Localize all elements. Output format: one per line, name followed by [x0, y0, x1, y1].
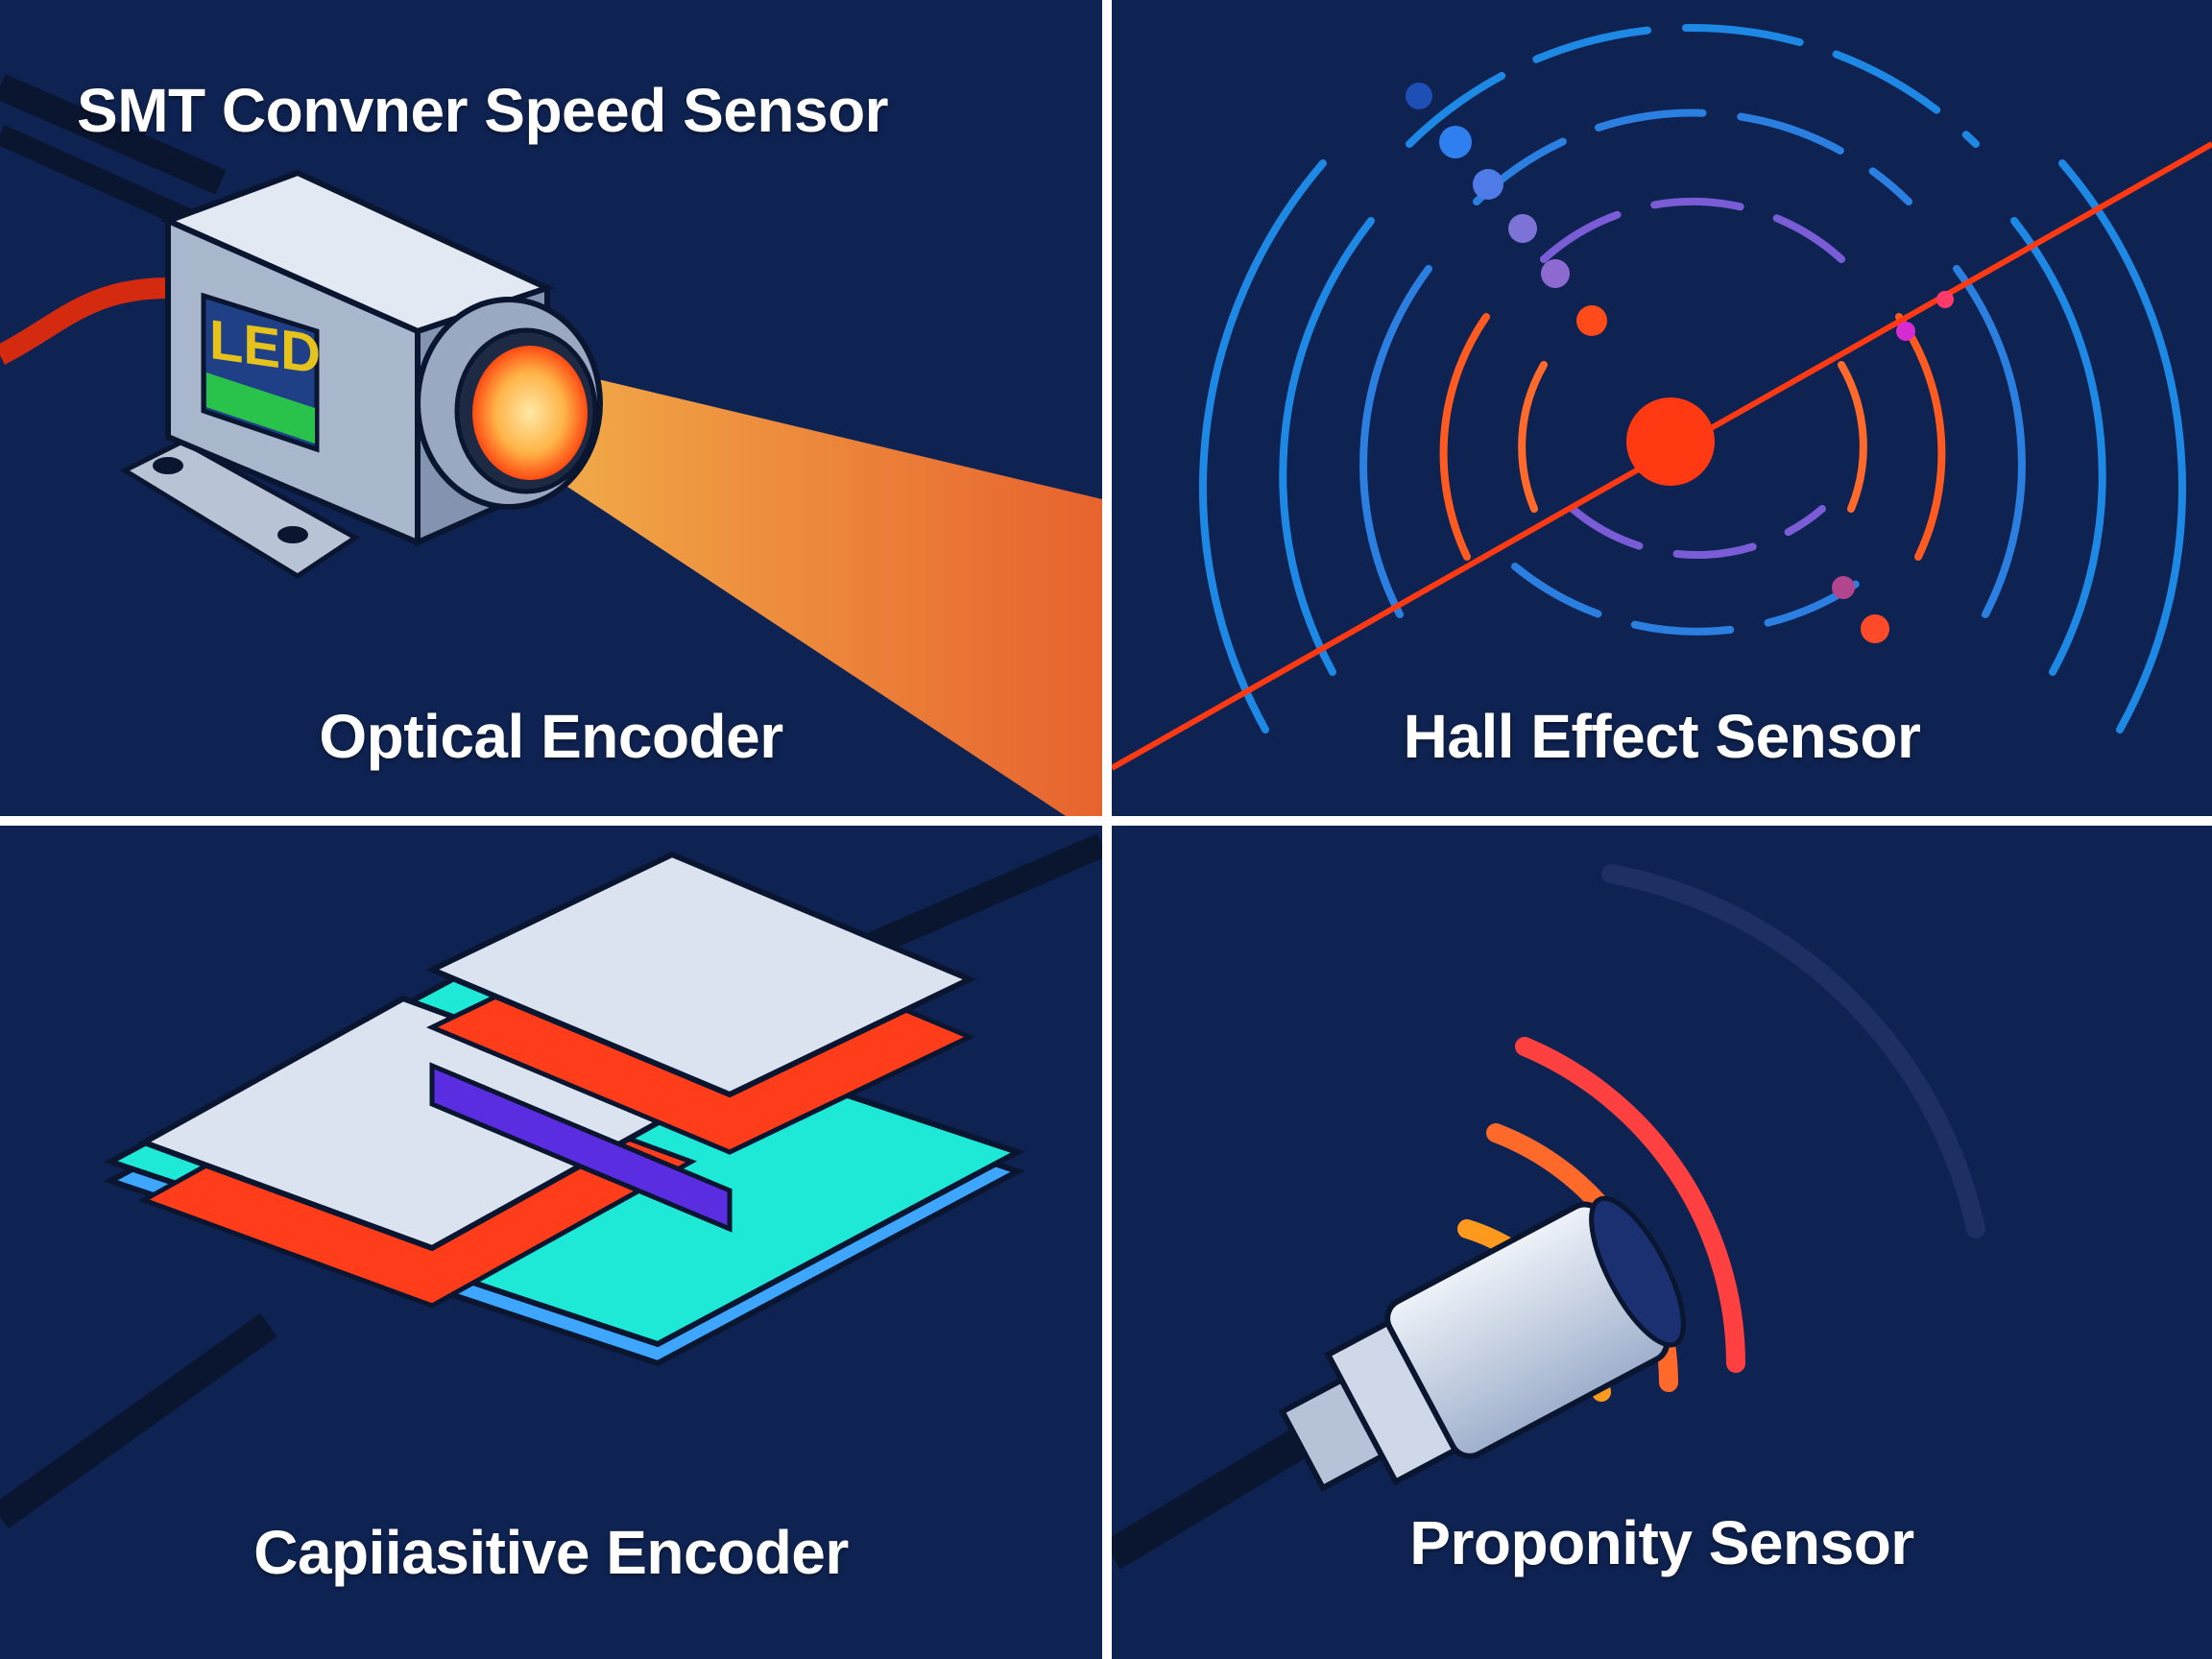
- particle-8: [1936, 291, 1954, 308]
- field-arc-left-2: [1279, 217, 1375, 676]
- field-arc-left-3: [1359, 265, 1432, 618]
- field-arc-top-3: [1540, 198, 1845, 263]
- wave-4: [1515, 1037, 1745, 1373]
- plate-gap: [429, 1062, 733, 1233]
- red-wire: [0, 277, 169, 365]
- field-arc-right-1: [2058, 159, 2187, 733]
- field-arc-top-1: [1406, 24, 1980, 148]
- label-capacitive-encoder: Capiiasitive Encoder: [253, 1518, 849, 1587]
- cable-top-1: [0, 74, 227, 195]
- panel-proximity-sensor: Proponity Sensor: [1112, 826, 2212, 1659]
- mount-hole-1: [153, 457, 183, 474]
- cable-top-2: [0, 124, 197, 231]
- panel-optical-encoder: LED SMT Convner Speed Sensor Optical Enc…: [0, 0, 1102, 816]
- field-arc-right-4: [1895, 313, 1946, 561]
- light-beam: [451, 365, 1102, 816]
- field-arc-bottom-1: [1511, 563, 1884, 636]
- right-plate: [424, 851, 977, 1098]
- proximity-sensor-illustration: [1112, 864, 1985, 1570]
- lens-glow: [472, 346, 588, 480]
- field-arc-left-5: [1518, 361, 1548, 513]
- panel-hall-effect-sensor: Hall Effect Sensor: [1112, 0, 2212, 816]
- label-optical-encoder: Optical Encoder: [319, 702, 783, 771]
- optical-encoder-illustration: [0, 74, 1102, 816]
- mount-hole-2: [277, 526, 308, 543]
- particle-7: [1896, 322, 1915, 341]
- field-arc-right-5: [1838, 361, 1867, 513]
- page-title: SMT Convner Speed Sensor: [77, 76, 889, 145]
- particle-2: [1439, 126, 1472, 158]
- label-hall-effect-sensor: Hall Effect Sensor: [1403, 702, 1921, 771]
- led-badge-stripe: [206, 373, 315, 444]
- magnet-core: [1626, 397, 1715, 486]
- field-arc-bottom-2: [1569, 505, 1826, 559]
- hall-effect-illustration: [1112, 24, 2212, 771]
- particle-4: [1508, 214, 1537, 243]
- field-arc-left-4: [1439, 313, 1490, 561]
- particle-6: [1576, 305, 1607, 336]
- field-arc-left-1: [1198, 159, 1327, 733]
- cable-left: [0, 1312, 277, 1529]
- sensor-face: [1589, 1195, 1686, 1348]
- particle-3: [1473, 169, 1503, 200]
- capacitive-encoder-illustration: [0, 833, 1102, 1529]
- wave-faint-1: [1601, 864, 1985, 1238]
- panel-capacitive-encoder: Capiiasitive Encoder: [0, 826, 1102, 1659]
- particle-5: [1541, 259, 1570, 288]
- field-arc-right-3: [1953, 265, 2026, 618]
- field-arc-top-2: [1473, 108, 1912, 205]
- particle-9: [1832, 576, 1855, 599]
- particle-1: [1406, 83, 1432, 109]
- label-proximity-sensor: Proponity Sensor: [1409, 1508, 1914, 1577]
- field-arc-right-2: [2010, 217, 2106, 676]
- particle-10: [1861, 614, 1889, 643]
